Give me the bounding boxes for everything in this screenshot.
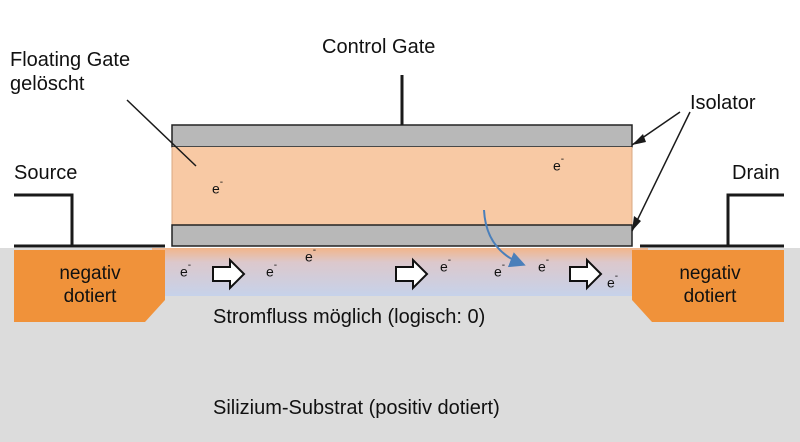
floating-gate-pointer (126, 99, 197, 167)
electron: e- (305, 245, 317, 265)
electron: e- (494, 260, 506, 280)
electron: e- (607, 271, 619, 291)
source-region (14, 250, 165, 322)
electron: e- (440, 255, 452, 275)
source-label: Source (14, 162, 78, 184)
tunneling-arrow (483, 209, 526, 268)
channel-label: Stromfluss möglich (logisch: 0) (213, 306, 486, 328)
electron: e- (538, 255, 550, 275)
drain-doping-label: negativ dotiert (679, 263, 741, 307)
source-contact (14, 193, 74, 246)
isolator-pointer-bottom (631, 111, 691, 232)
drain-label: Drain (732, 162, 780, 184)
substrate-label: Silizium-Substrat (positiv dotiert) (213, 397, 500, 419)
electron: e- (553, 154, 565, 174)
control-gate-label: Control Gate (322, 36, 436, 58)
electron: e- (180, 260, 192, 280)
electron: e- (212, 177, 224, 197)
floating-gate-label: Floating Gate gelöscht (10, 49, 131, 95)
source-doping-label: negativ dotiert (59, 263, 121, 307)
drain-region (632, 250, 784, 322)
bottom-isolator (171, 224, 633, 247)
flow-arrow (395, 257, 429, 291)
floating-gate (172, 147, 632, 225)
top-isolator (171, 124, 633, 148)
electron: e- (266, 260, 278, 280)
flow-arrow (212, 257, 246, 291)
drain-contact (726, 193, 784, 246)
flow-arrow (569, 257, 603, 291)
isolator-label: Isolator (690, 92, 756, 114)
